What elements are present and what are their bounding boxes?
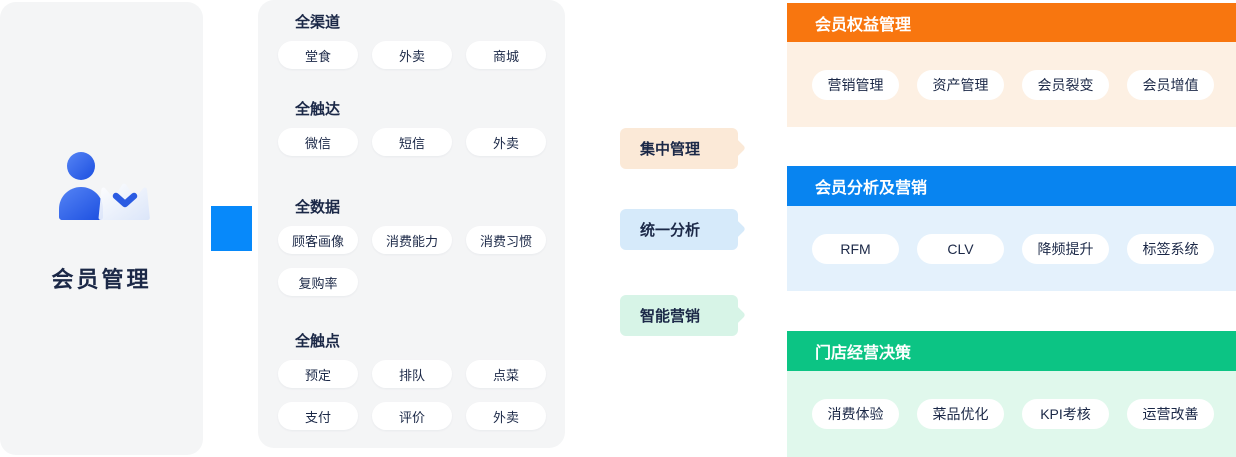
member-management-title: 会员管理	[51, 267, 152, 292]
pill-reservation: 预定	[278, 360, 358, 388]
panel-store-decision-header: 门店经营决策	[787, 331, 1236, 371]
pill-frequency-uplift: 降频提升	[1022, 233, 1109, 264]
pill-repurchase-rate: 复购率	[278, 268, 358, 296]
panel-member-analysis-body: RFM CLV 降频提升 标签系统	[787, 206, 1236, 291]
section-title-touchpoints: 全触点	[295, 333, 341, 350]
pill-consumer-experience: 消费体验	[812, 399, 899, 429]
section-title-data: 全数据	[295, 199, 341, 216]
pill-spending-power: 消费能力	[372, 226, 452, 254]
pill-sms: 短信	[372, 128, 452, 156]
pill-spending-habits: 消费习惯	[466, 226, 546, 254]
tag-smart-marketing: 智能营销	[620, 295, 738, 336]
panel-member-benefits-header: 会员权益管理	[787, 3, 1236, 42]
pill-asset-management: 资产管理	[917, 69, 1004, 100]
tag-unified-analysis: 统一分析	[620, 209, 738, 250]
pill-wechat: 微信	[278, 128, 358, 156]
pill-dish-optimization: 菜品优化	[917, 399, 1004, 429]
section-title-reach: 全触达	[295, 101, 341, 118]
member-crown-icon	[52, 145, 152, 230]
data-pill-grid: 顾客画像 消费能力 消费习惯 复购率	[278, 226, 565, 296]
pill-takeout: 外卖	[372, 41, 452, 69]
pill-review: 评价	[372, 402, 452, 430]
panel-member-benefits: 会员权益管理 营销管理 资产管理 会员裂变 会员增值	[787, 3, 1236, 127]
pill-takeaway: 外卖	[466, 402, 546, 430]
panel-member-analysis-header: 会员分析及营销	[787, 166, 1236, 206]
pill-marketing-management: 营销管理	[812, 69, 899, 100]
pill-customer-profile: 顾客画像	[278, 226, 358, 254]
tag-centralized-management: 集中管理	[620, 128, 738, 169]
pill-ordering: 点菜	[466, 360, 546, 388]
pill-delivery: 外卖	[466, 128, 546, 156]
pill-member-fission: 会员裂变	[1022, 69, 1109, 100]
reach-pill-row: 微信 短信 外卖	[278, 128, 565, 156]
member-management-card: 会员管理	[0, 2, 203, 455]
pill-member-value-add: 会员增值	[1127, 69, 1214, 100]
panel-member-benefits-body: 营销管理 资产管理 会员裂变 会员增值	[787, 42, 1236, 127]
panel-member-analysis: 会员分析及营销 RFM CLV 降频提升 标签系统	[787, 166, 1236, 291]
section-title-channels: 全渠道	[295, 14, 341, 31]
pill-tag-system: 标签系统	[1127, 233, 1214, 264]
connector-square	[211, 206, 252, 251]
pill-mall: 商城	[466, 41, 546, 69]
capabilities-card: 全渠道 堂食 外卖 商城 全触达 微信 短信 外卖 全数据 顾客画像 消费能力 …	[258, 0, 565, 448]
pill-operation-improvement: 运营改善	[1127, 399, 1214, 429]
panel-store-decision-body: 消费体验 菜品优化 KPI考核 运营改善	[787, 371, 1236, 457]
pill-payment: 支付	[278, 402, 358, 430]
pill-dine-in: 堂食	[278, 41, 358, 69]
channels-pill-row: 堂食 外卖 商城	[278, 41, 565, 69]
touchpoints-pill-grid: 预定 排队 点菜 支付 评价 外卖	[278, 360, 565, 430]
pill-rfm: RFM	[812, 233, 899, 264]
pill-clv: CLV	[917, 233, 1004, 264]
pill-kpi-assessment: KPI考核	[1022, 399, 1109, 429]
pill-queue: 排队	[372, 360, 452, 388]
panel-store-decision: 门店经营决策 消费体验 菜品优化 KPI考核 运营改善	[787, 331, 1236, 457]
